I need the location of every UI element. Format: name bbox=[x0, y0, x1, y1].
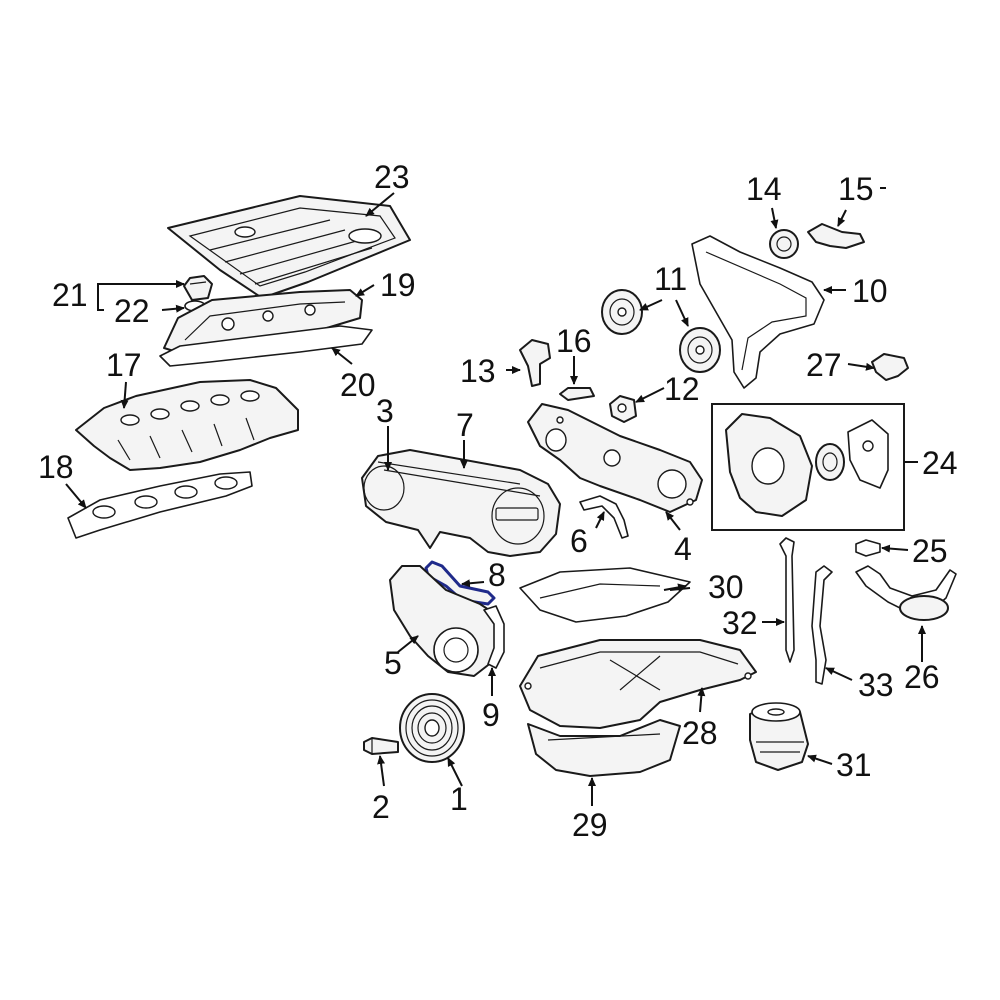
callout-21: 21 bbox=[52, 277, 88, 313]
callout-2: 2 bbox=[372, 789, 390, 825]
camshaft-pulley-left-part[interactable] bbox=[601, 289, 643, 335]
tensioner-pulley-part[interactable] bbox=[609, 395, 637, 423]
callout-27: 27 bbox=[806, 347, 842, 383]
callout-labels: 1 2 3 4 5 6 7 8 9 10 11 12 13 14 15 16 1… bbox=[38, 159, 958, 843]
callout-14: 14 bbox=[746, 171, 782, 207]
upper-oil-pan-part[interactable] bbox=[519, 639, 757, 729]
oil-dipstick-part[interactable] bbox=[779, 537, 795, 663]
callout-11: 11 bbox=[654, 261, 687, 297]
water-outlet-part[interactable] bbox=[519, 339, 551, 387]
camshaft-pulley-right-part[interactable] bbox=[679, 327, 721, 373]
oil-pump-assembly-part[interactable] bbox=[711, 403, 905, 531]
callout-18: 18 bbox=[38, 449, 74, 485]
callout-12: 12 bbox=[664, 371, 700, 407]
valve-cover-part[interactable] bbox=[163, 289, 363, 357]
timing-belt-guide-part[interactable] bbox=[579, 495, 629, 539]
callout-10: 10 bbox=[852, 273, 888, 309]
callout-19: 19 bbox=[380, 267, 416, 303]
dipstick-tube-part[interactable] bbox=[811, 565, 833, 685]
camshaft-position-sensor-part[interactable] bbox=[871, 353, 909, 381]
callout-17: 17 bbox=[106, 347, 142, 383]
callout-25: 25 bbox=[912, 533, 948, 569]
callout-31: 31 bbox=[836, 747, 872, 783]
tensioner-bracket-part[interactable] bbox=[807, 223, 865, 249]
oil-strainer-part[interactable] bbox=[855, 565, 957, 621]
timing-cover-part[interactable] bbox=[361, 449, 561, 557]
callout-5: 5 bbox=[384, 645, 402, 681]
timing-belt-plate-part[interactable] bbox=[527, 403, 703, 513]
callout-3: 3 bbox=[376, 393, 394, 429]
callout-1: 1 bbox=[450, 781, 468, 817]
leader-lines bbox=[65, 187, 926, 806]
callout-8: 8 bbox=[488, 557, 506, 593]
callout-30: 30 bbox=[708, 569, 744, 605]
lower-oil-pan-part[interactable] bbox=[527, 719, 681, 777]
intake-manifold-gasket-part[interactable] bbox=[67, 471, 253, 539]
callout-28: 28 bbox=[682, 715, 718, 751]
callout-26: 26 bbox=[904, 659, 940, 695]
callout-4: 4 bbox=[674, 531, 692, 567]
intake-manifold-part[interactable] bbox=[75, 379, 299, 471]
lower-cover-gasket-part[interactable] bbox=[483, 605, 505, 669]
callout-13: 13 bbox=[460, 353, 496, 389]
callout-20: 20 bbox=[340, 367, 376, 403]
callout-16: 16 bbox=[556, 323, 592, 359]
callout-15: 15 bbox=[838, 171, 874, 207]
oil-filler-cap-part[interactable] bbox=[183, 275, 213, 301]
pulley-bolt-part[interactable] bbox=[363, 737, 399, 755]
engine-cover-part[interactable] bbox=[167, 195, 411, 299]
callout-29: 29 bbox=[572, 807, 608, 843]
timing-belt-part[interactable] bbox=[691, 235, 825, 389]
callout-9: 9 bbox=[482, 697, 500, 733]
oil-pan-baffle-part[interactable] bbox=[519, 567, 691, 623]
oil-filter-part[interactable] bbox=[749, 702, 809, 771]
callout-32: 32 bbox=[722, 605, 758, 641]
callout-7: 7 bbox=[456, 407, 474, 443]
oil-strainer-gasket-part[interactable] bbox=[855, 539, 881, 557]
valve-cover-gasket-part[interactable] bbox=[159, 325, 373, 367]
tensioner-bolt-part[interactable] bbox=[559, 387, 595, 401]
idler-pulley-part[interactable] bbox=[769, 229, 799, 259]
crankshaft-pulley-part[interactable] bbox=[399, 693, 465, 763]
callout-23: 23 bbox=[374, 159, 410, 195]
callout-24: 24 bbox=[922, 445, 958, 481]
callout-22: 22 bbox=[114, 293, 150, 329]
timing-cover-gasket-highlighted-part[interactable] bbox=[424, 560, 496, 606]
callout-6: 6 bbox=[570, 523, 588, 559]
callout-33: 33 bbox=[858, 667, 894, 703]
